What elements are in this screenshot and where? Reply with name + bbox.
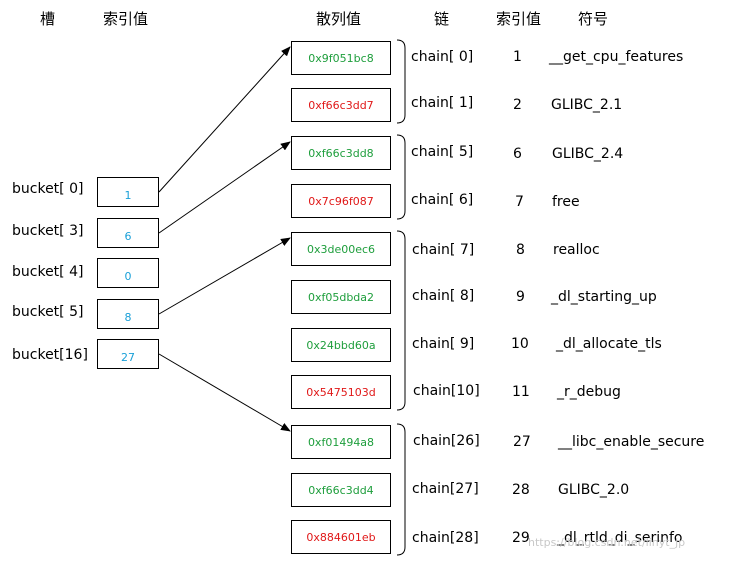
bucket-label: bucket[ 5]: [12, 304, 84, 320]
hash-value-box: 0x3de00ec6: [291, 232, 391, 266]
hash-value: 0x884601eb: [306, 530, 376, 544]
hash-value: 0xf66c3dd8: [308, 146, 374, 160]
chain-label: chain[ 8]: [412, 288, 475, 304]
hash-value: 0x9f051bc8: [308, 51, 374, 65]
bucket-to-chain-arrow: [158, 237, 291, 315]
bucket-index-value: 27: [121, 350, 135, 364]
index-value: 1: [513, 49, 522, 65]
index-value: 2: [513, 97, 522, 113]
bucket-label: bucket[16]: [12, 347, 88, 363]
watermark: https://blog.csdn.net/linyt_jp: [528, 536, 686, 549]
symbol-name: __libc_enable_secure: [558, 434, 705, 450]
bucket-index-value: 6: [124, 229, 132, 243]
symbol-name: GLIBC_2.1: [551, 97, 623, 113]
hash-value: 0xf66c3dd7: [308, 98, 374, 112]
chain-label: chain[ 1]: [411, 95, 474, 111]
bucket-index-box: 6: [97, 218, 159, 248]
index-value: 27: [513, 434, 531, 450]
hash-value-box: 0x24bbd60a: [291, 328, 391, 362]
bucket-to-chain-arrow: [158, 141, 291, 234]
header-index-left: 索引值: [103, 10, 149, 28]
bucket-to-chain-arrow: [158, 46, 291, 193]
chain-group-brace: [396, 423, 406, 556]
hash-value: 0xf01494a8: [307, 435, 375, 449]
chain-label: chain[ 9]: [412, 336, 475, 352]
header-chain: 链: [434, 10, 450, 28]
symbol-name: _r_debug: [557, 384, 621, 400]
chain-label: chain[ 0]: [411, 49, 474, 65]
hash-value-box: 0xf66c3dd8: [291, 136, 391, 170]
chain-label: chain[ 6]: [411, 192, 474, 208]
bucket-label: bucket[ 4]: [12, 264, 84, 280]
chain-group-brace: [396, 39, 406, 124]
symbol-name: _dl_allocate_tls: [556, 336, 662, 352]
bucket-label: bucket[ 3]: [12, 223, 84, 239]
index-value: 6: [513, 146, 522, 162]
hash-value: 0x3de00ec6: [306, 242, 376, 256]
header-symbol: 符号: [578, 10, 609, 28]
chain-label: chain[ 5]: [411, 144, 474, 160]
chain-group-brace: [396, 134, 406, 220]
chain-label: chain[26]: [413, 433, 480, 449]
bucket-to-chain-arrow: [158, 353, 291, 432]
bucket-index-box: 1: [97, 177, 159, 207]
hash-value-box: 0x5475103d: [291, 375, 391, 409]
header-index-right: 索引值: [496, 10, 542, 28]
symbol-name: _dl_rtld_di_serinfo: [557, 530, 683, 546]
index-value: 10: [511, 336, 529, 352]
bucket-index-value: 0: [124, 269, 132, 283]
bucket-index-box: 0: [97, 258, 159, 288]
symbol-name: free: [552, 194, 580, 210]
header-slot: 槽: [40, 10, 56, 28]
chain-label: chain[27]: [412, 481, 479, 497]
hash-value: 0x7c96f087: [308, 194, 374, 208]
index-value: 28: [512, 482, 530, 498]
hash-value: 0xf05dbda2: [307, 290, 375, 304]
hash-value-box: 0x7c96f087: [291, 184, 391, 218]
symbol-name: GLIBC_2.4: [552, 146, 624, 162]
hash-value: 0x5475103d: [306, 385, 376, 399]
chain-label: chain[10]: [413, 383, 480, 399]
index-value: 29: [512, 530, 530, 546]
index-value: 7: [515, 194, 524, 210]
index-value: 8: [516, 242, 525, 258]
bucket-index-value: 1: [124, 188, 132, 202]
index-value: 9: [516, 289, 525, 305]
chain-label: chain[ 7]: [412, 242, 475, 258]
hash-value-box: 0xf05dbda2: [291, 280, 391, 314]
bucket-index-box: 8: [97, 299, 159, 329]
header-hash: 散列值: [316, 10, 362, 28]
bucket-label: bucket[ 0]: [12, 181, 84, 197]
chain-label: chain[28]: [412, 530, 479, 546]
hash-value-box: 0xf66c3dd4: [291, 473, 391, 507]
hash-value-box: 0x9f051bc8: [291, 41, 391, 75]
bucket-index-value: 8: [124, 310, 132, 324]
bucket-index-box: 27: [97, 339, 159, 369]
index-value: 11: [512, 384, 530, 400]
hash-value: 0xf66c3dd4: [308, 483, 374, 497]
chain-group-brace: [396, 230, 406, 411]
symbol-name: __get_cpu_features: [549, 49, 684, 65]
symbol-name: GLIBC_2.0: [558, 482, 630, 498]
hash-value: 0x24bbd60a: [306, 338, 376, 352]
symbol-name: _dl_starting_up: [551, 289, 657, 305]
hash-value-box: 0x884601eb: [291, 520, 391, 554]
hash-value-box: 0xf66c3dd7: [291, 88, 391, 122]
hash-value-box: 0xf01494a8: [291, 425, 391, 459]
symbol-name: realloc: [553, 242, 600, 258]
